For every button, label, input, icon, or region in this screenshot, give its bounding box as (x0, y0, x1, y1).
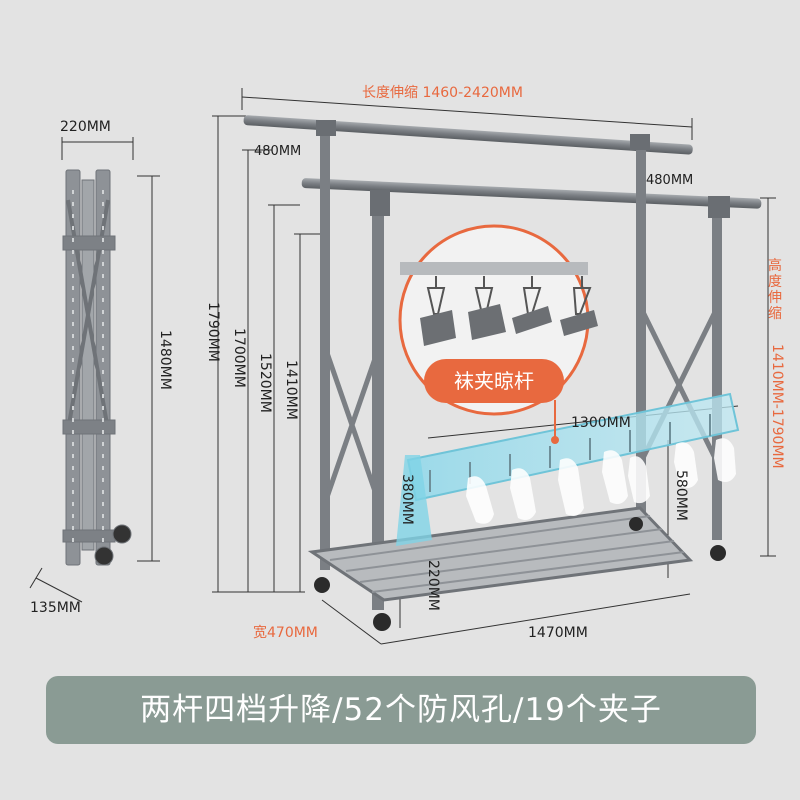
top-left-offset-label: 480MM (254, 144, 302, 159)
feature-banner: 两杆四档升降/52个防风孔/19个夹子 (46, 676, 756, 744)
top-bar-upper (243, 115, 693, 155)
height-1520-label: 1520MM (257, 353, 273, 413)
length-extend-label: 长度伸缩 1460-2420MM (362, 85, 523, 101)
rack-580-label: 580MM (673, 470, 689, 521)
clip-zoom-bubble (398, 224, 598, 444)
base-1470-label: 1470MM (528, 625, 588, 641)
height-1790-label: 1790MM (205, 302, 221, 362)
width-470-label: 宽470MM (253, 625, 318, 641)
folded-height-label: 1480MM (157, 330, 173, 390)
height-extend-range: 1410MM-1790MM (769, 344, 785, 469)
sock-clip-rod-callout: 袜夹晾杆 (424, 359, 564, 403)
height-1700-label: 1700MM (231, 328, 247, 388)
height-extend-title: 高度伸缩 (768, 258, 782, 323)
top-bar-lower (301, 178, 762, 209)
sock-rack-panel (396, 392, 740, 546)
height-1410-label: 1410MM (283, 360, 299, 420)
bottom-220-label: 220MM (425, 560, 441, 611)
folded-width-label: 135MM (30, 600, 81, 616)
folded-rack (62, 169, 132, 566)
bottom-shelf (307, 506, 694, 602)
rack-1300-label: 1300MM (571, 415, 631, 431)
folded-depth-label: 220MM (60, 119, 111, 135)
rack-380-label: 380MM (399, 474, 415, 525)
top-right-offset-label: 480MM (646, 173, 694, 188)
